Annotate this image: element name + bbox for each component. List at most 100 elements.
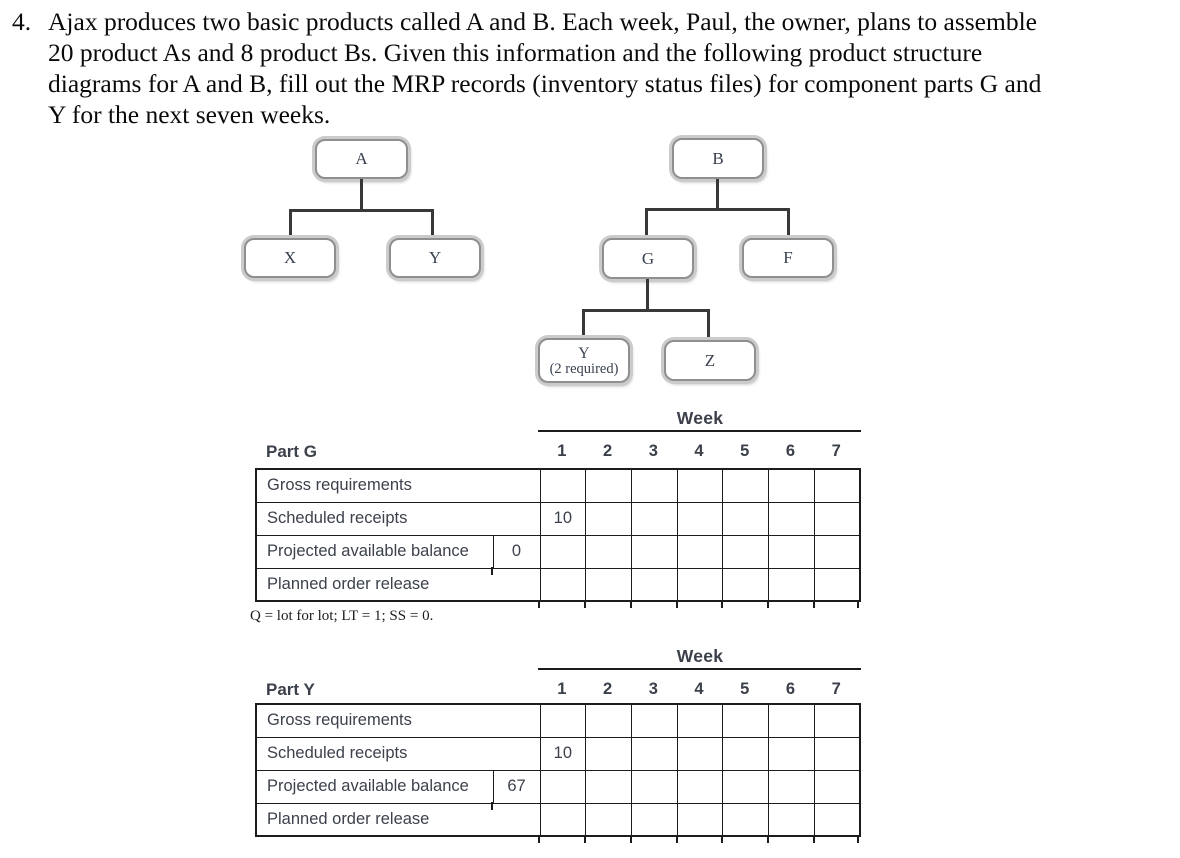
connector-line bbox=[582, 309, 585, 340]
row-label: Planned order release bbox=[255, 802, 541, 837]
part-y-label: Part Y bbox=[266, 680, 315, 699]
problem-text-line: Ajax produces two basic products called … bbox=[48, 7, 1037, 36]
node-label: Y bbox=[428, 248, 442, 267]
part-g-label: Part G bbox=[266, 442, 318, 461]
problem-text-line: Y for the next seven weeks. bbox=[48, 100, 331, 129]
initial-balance-cell: 67 bbox=[492, 769, 541, 804]
mrp-cell bbox=[676, 703, 724, 738]
grid-stub bbox=[676, 600, 678, 608]
row-label: Projected available balance bbox=[255, 534, 494, 569]
mrp-cell bbox=[585, 567, 632, 602]
mrp-cell bbox=[539, 703, 587, 738]
mrp-cell bbox=[630, 567, 678, 602]
row-label: Projected available balance bbox=[255, 769, 494, 804]
week-number: 3 bbox=[648, 680, 658, 698]
table-row: Projected available balance 0 bbox=[255, 534, 861, 569]
week-number: 2 bbox=[602, 680, 613, 698]
tree-node-b: B bbox=[672, 138, 764, 179]
mrp-cell bbox=[676, 468, 724, 503]
node-label: F bbox=[783, 248, 793, 267]
node-label: G bbox=[641, 248, 655, 268]
week-number: 2 bbox=[602, 442, 613, 460]
connector-line bbox=[646, 279, 649, 310]
tree-node-y2: Y (2 required) bbox=[538, 338, 630, 383]
week-number: 3 bbox=[648, 442, 658, 460]
mrp-cell bbox=[813, 736, 861, 771]
mrp-cell bbox=[813, 468, 861, 503]
week-numbers-y: 1 2 3 4 5 6 7 bbox=[539, 680, 859, 699]
table-row: Scheduled receipts 10 bbox=[255, 736, 861, 771]
connector-line bbox=[360, 179, 363, 210]
week-rule bbox=[538, 430, 861, 432]
connector-line bbox=[645, 208, 648, 238]
grid-stub bbox=[630, 835, 632, 843]
table-row: Planned order release bbox=[255, 802, 861, 837]
mrp-cell bbox=[676, 802, 724, 837]
connector-line bbox=[582, 309, 710, 312]
week-number: 1 bbox=[557, 680, 567, 698]
row-label: Gross requirements bbox=[255, 703, 541, 738]
node-label: X bbox=[283, 248, 297, 267]
row-label: Gross requirements bbox=[255, 468, 541, 503]
connector-line bbox=[289, 209, 292, 239]
week-number: 7 bbox=[831, 442, 841, 460]
mrp-cell bbox=[676, 534, 724, 569]
tree-node-f: F bbox=[742, 238, 834, 278]
mrp-cell bbox=[630, 534, 678, 569]
mrp-cell bbox=[676, 736, 724, 771]
mrp-cell bbox=[539, 468, 587, 503]
week-rule bbox=[538, 668, 861, 670]
mrp-cell bbox=[676, 567, 724, 602]
mrp-cell bbox=[767, 501, 815, 536]
mrp-cell bbox=[539, 534, 587, 569]
mrp-cell bbox=[767, 703, 815, 738]
mrp-cell bbox=[813, 703, 861, 738]
initial-balance-cell: 0 bbox=[492, 534, 541, 569]
mrp-cell bbox=[630, 769, 678, 804]
mrp-cell bbox=[767, 534, 815, 569]
node-label: A bbox=[355, 149, 368, 168]
grid-stub bbox=[538, 835, 540, 843]
row-label: Planned order release bbox=[255, 567, 541, 602]
mrp-cell bbox=[722, 769, 769, 804]
table-row: Planned order release bbox=[255, 567, 861, 602]
table-row: Projected available balance 67 bbox=[255, 769, 861, 804]
mrp-cell bbox=[722, 802, 769, 837]
grid-stub bbox=[767, 835, 769, 843]
connector-line bbox=[645, 208, 789, 211]
row-label: Scheduled receipts bbox=[255, 736, 541, 771]
mrp-cell bbox=[539, 802, 587, 837]
connector-line bbox=[431, 209, 434, 239]
week-number: 4 bbox=[694, 680, 704, 698]
tree-node-x: X bbox=[244, 238, 336, 278]
grid-stub bbox=[813, 600, 815, 608]
grid-stub bbox=[813, 835, 815, 843]
connector-line bbox=[787, 208, 790, 238]
week-number: 5 bbox=[740, 442, 750, 460]
mrp-cell bbox=[767, 769, 815, 804]
tree-node-a: A bbox=[315, 139, 408, 179]
week-header-g: Week bbox=[676, 408, 724, 428]
week-header-y: Week bbox=[676, 646, 724, 666]
grid-stub bbox=[676, 835, 678, 843]
mrp-cell bbox=[767, 736, 815, 771]
mrp-cell bbox=[630, 501, 678, 536]
connector-line bbox=[716, 179, 719, 209]
mrp-cell: 10 bbox=[539, 736, 587, 771]
mrp-cell bbox=[813, 534, 861, 569]
grid-stub bbox=[721, 600, 723, 608]
mrp-table-part-y: Gross requirements Scheduled receipts 10… bbox=[255, 703, 861, 837]
mrp-cell bbox=[539, 567, 587, 602]
grid-stub bbox=[491, 802, 493, 810]
mrp-cell bbox=[585, 736, 632, 771]
grid-stub bbox=[491, 567, 493, 575]
row-label: Scheduled receipts bbox=[255, 501, 541, 536]
mrp-cell bbox=[767, 468, 815, 503]
mrp-cell bbox=[585, 802, 632, 837]
mrp-cell bbox=[767, 567, 815, 602]
mrp-cell bbox=[585, 769, 632, 804]
mrp-cell: 10 bbox=[539, 501, 587, 536]
table-row: Scheduled receipts 10 bbox=[255, 501, 861, 536]
week-number: 1 bbox=[557, 442, 567, 460]
grid-stub bbox=[584, 600, 586, 608]
